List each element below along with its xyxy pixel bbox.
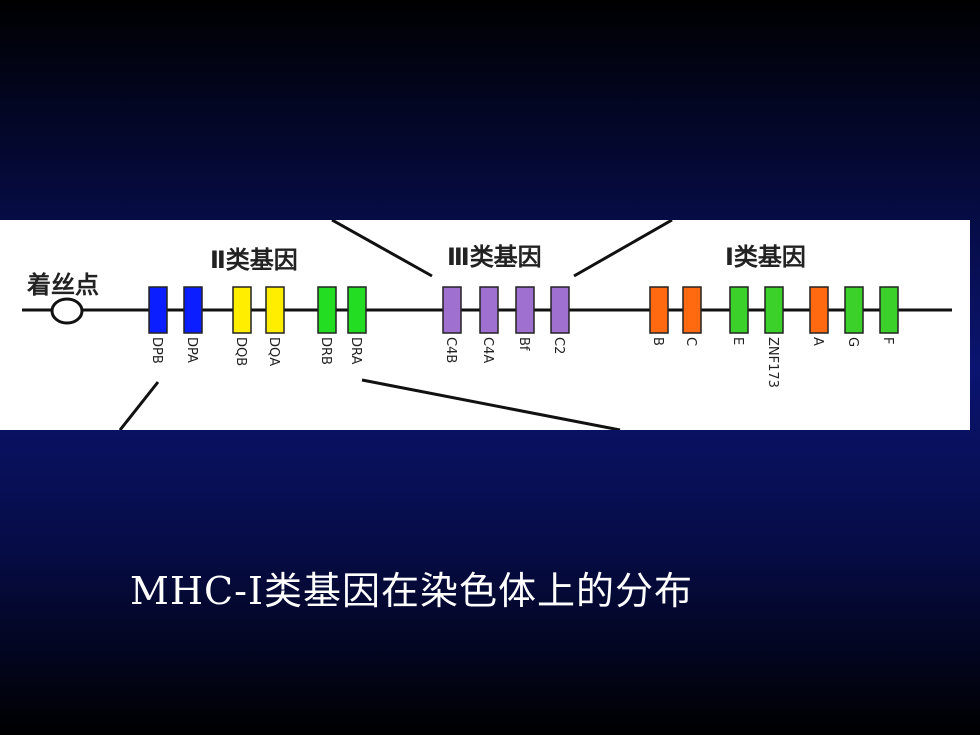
gene-label-c2: C2 (551, 337, 566, 354)
gene-block-dpb (148, 286, 168, 334)
gene-label-znf173: ZNF173 (765, 337, 780, 388)
connector-line-bottom-left (118, 381, 160, 430)
gene-label-c: C (683, 337, 698, 346)
gene-label-c4b: C4B (443, 337, 458, 363)
gene-map-svg: 着丝点 Ⅱ类基因 Ⅲ类基因 Ⅰ类基因 DPB DPA DQB DQA DRB DRA C4B… (0, 220, 970, 430)
gene-label-dpb: DPB (149, 337, 164, 364)
gene-block-g (844, 286, 864, 334)
gene-label-dqb: DQB (233, 337, 248, 366)
class2-label: Ⅱ类基因 (210, 246, 298, 274)
connector-line-bottom-right (361, 378, 621, 430)
gene-block-dra (347, 286, 367, 334)
gene-label-f: F (880, 337, 895, 344)
gene-block-f (879, 286, 899, 334)
gene-label-dra: DRA (348, 337, 363, 365)
gene-label-drb: DRB (318, 337, 333, 365)
gene-label-dpa: DPA (184, 337, 199, 363)
gene-label-c4a: C4A (480, 337, 495, 363)
gene-block-c4a (479, 286, 499, 334)
centromere-oval (50, 297, 84, 325)
gene-label-b: B (650, 337, 665, 346)
gene-block-znf173 (764, 286, 784, 334)
class3-label: Ⅲ类基因 (447, 243, 542, 271)
gene-block-bf (515, 286, 535, 334)
slide-caption: MHC-I类基因在染色体上的分布 (130, 569, 693, 613)
gene-label-e: E (730, 337, 745, 345)
gene-block-drb (317, 286, 337, 334)
connector-line-class3-left (331, 220, 433, 278)
gene-block-c2 (550, 286, 570, 334)
gene-block-c4b (442, 286, 462, 334)
gene-block-dqb (232, 286, 252, 334)
gene-label-a: A (810, 337, 825, 346)
gene-block-b (649, 286, 669, 334)
gene-block-c (682, 286, 702, 334)
gene-label-dqa: DQA (266, 337, 281, 366)
gene-block-dpa (183, 286, 203, 334)
centromere-label: 着丝点 (27, 271, 99, 299)
gene-block-e (729, 286, 749, 334)
gene-block-a (809, 286, 829, 334)
class1-label: Ⅰ类基因 (725, 243, 806, 271)
gene-block-dqa (265, 286, 285, 334)
gene-label-g: G (845, 337, 860, 347)
gene-label-bf: Bf (516, 337, 531, 351)
gene-group: DPB DPA DQB DQA DRB DRA C4B C4A Bf C2 B C E ZNF173 A G F (148, 286, 899, 388)
connector-line-class3-right (573, 220, 673, 278)
mhc-gene-map: 着丝点 Ⅱ类基因 Ⅲ类基因 Ⅰ类基因 DPB DPA DQB DQA DRB DRA C4B… (0, 220, 980, 430)
